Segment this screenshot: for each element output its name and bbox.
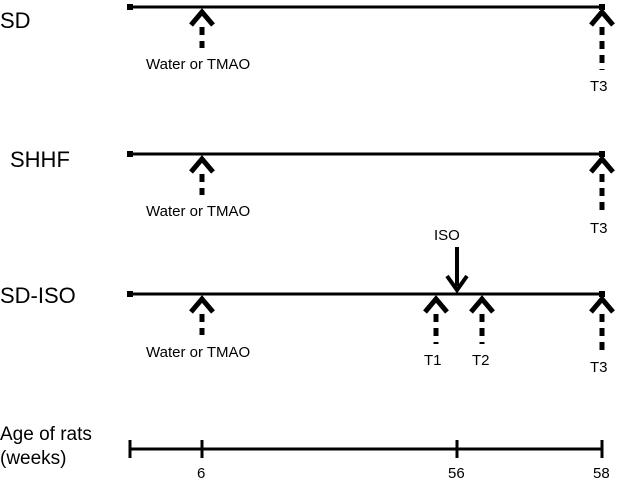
t3-label: T3 [590,78,608,95]
axis-tick-label: 56 [448,465,465,480]
age-axis: Age of rats (weeks) 6 56 58 [0,424,610,480]
axis-tick-label: 58 [593,465,610,480]
axis-title-line2: (weeks) [0,448,67,469]
timeline-start-marker [127,151,133,157]
timeline-end-marker [599,4,605,10]
group-label: SD [0,8,31,33]
timeline-end-marker [599,291,605,297]
timeline-start-marker [127,4,133,10]
iso-label: ISO [434,227,460,244]
group-sd: SD Water or TMAO T3 [0,4,615,95]
treatment-arrow-icon [189,8,215,48]
t1-arrow-icon [423,295,449,344]
t3-label: T3 [590,359,608,376]
group-shhf: SHHF Water or TMAO T3 [10,147,615,237]
t1-label: T1 [424,352,442,369]
group-sd-iso: SD-ISO Water or TMAO ISO T1 T2 [0,227,615,376]
t3-label: T3 [590,220,608,237]
treatment-label: Water or TMAO [146,203,250,220]
iso-down-arrow-icon [445,247,469,294]
axis-tick-label: 6 [197,465,205,480]
treatment-arrow-icon [189,155,215,195]
t3-arrow-icon [589,295,615,355]
treatment-label: Water or TMAO [146,344,250,361]
timeline-start-marker [127,291,133,297]
group-label: SHHF [10,147,70,172]
axis-title-line1: Age of rats [0,424,92,445]
group-label: SD-ISO [0,283,76,308]
t2-label: T2 [472,352,490,369]
t3-arrow-icon [589,155,615,216]
timeline-end-marker [599,151,605,157]
t3-arrow-icon [589,8,615,70]
t2-arrow-icon [469,295,495,344]
treatment-arrow-icon [189,295,215,335]
treatment-label: Water or TMAO [146,56,250,73]
